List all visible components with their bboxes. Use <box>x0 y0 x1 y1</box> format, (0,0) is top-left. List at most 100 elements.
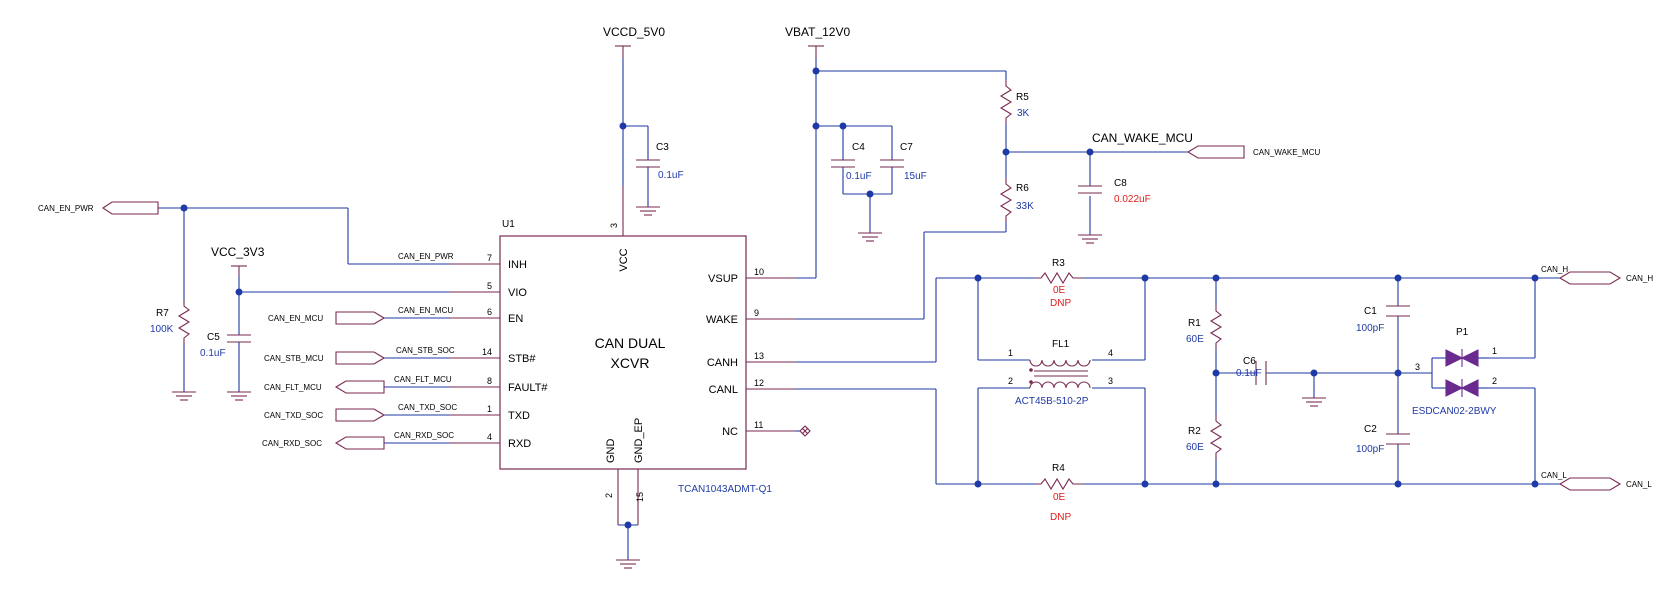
svg-text:4: 4 <box>1108 348 1113 358</box>
cap-c5: C5 0.1uF <box>200 332 251 359</box>
svg-text:CAN_TXD_SOC: CAN_TXD_SOC <box>264 411 323 420</box>
pin-rxd-name: RXD <box>508 438 531 450</box>
svg-text:CAN_FLT_MCU: CAN_FLT_MCU <box>264 383 322 392</box>
svg-text:CAN_L: CAN_L <box>1626 480 1652 489</box>
cap-c8: C8 0.022uF <box>1078 178 1151 205</box>
ground-c6 <box>1302 397 1326 407</box>
svg-text:CAN_EN_MCU: CAN_EN_MCU <box>268 314 323 323</box>
port-can-l: CAN_L CAN_L <box>1541 471 1652 491</box>
pin-fault-num: 8 <box>487 376 492 386</box>
svg-text:CAN_WAKE_MCU: CAN_WAKE_MCU <box>1253 148 1320 157</box>
svg-text:C4: C4 <box>852 142 865 153</box>
svg-text:15uF: 15uF <box>904 171 927 182</box>
pin-nc-name: NC <box>722 426 738 438</box>
u1-part-number: TCAN1043ADMT-Q1 <box>678 484 772 495</box>
pin-en-name: EN <box>508 313 523 325</box>
svg-text:0.1uF: 0.1uF <box>1236 368 1262 379</box>
u1-title-1: CAN DUAL <box>595 335 666 351</box>
svg-text:3: 3 <box>1108 376 1113 386</box>
ground-c3 <box>636 176 660 216</box>
res-r4: R4 0E DNP <box>1035 463 1083 523</box>
res-r1: R1 60E <box>1186 305 1223 349</box>
pin-stb-num: 14 <box>482 347 492 357</box>
svg-text:R5: R5 <box>1016 92 1029 103</box>
pin-wake-num: 9 <box>754 308 759 318</box>
svg-text:CAN_STB_SOC: CAN_STB_SOC <box>396 346 455 355</box>
cap-c1: C1 100pF <box>1356 305 1410 334</box>
svg-text:CAN_RXD_SOC: CAN_RXD_SOC <box>394 431 454 440</box>
pin-gnd-ep-name: GND_EP <box>633 418 645 463</box>
svg-text:CAN_EN_PWR: CAN_EN_PWR <box>398 252 454 261</box>
svg-text:60E: 60E <box>1186 442 1204 453</box>
svg-text:CAN_RXD_SOC: CAN_RXD_SOC <box>262 439 322 448</box>
svg-text:C8: C8 <box>1114 178 1127 189</box>
cap-c3: C3 0.1uF <box>636 142 684 181</box>
pin-canh-num: 13 <box>754 351 764 361</box>
junctions <box>180 67 1539 529</box>
pin-wake-name: WAKE <box>706 314 738 326</box>
pin-txd-num: 1 <box>487 404 492 414</box>
pin-vio-num: 5 <box>487 281 492 291</box>
port-can-h: CAN_H CAN_H <box>1541 265 1653 285</box>
svg-text:VBAT_12V0: VBAT_12V0 <box>785 25 850 39</box>
svg-text:C2: C2 <box>1364 424 1377 435</box>
pin-gnd-num: 2 <box>604 493 614 498</box>
svg-text:CAN_L: CAN_L <box>1541 471 1567 480</box>
ground-c4-c7 <box>858 232 882 242</box>
svg-text:CAN_WAKE_MCU: CAN_WAKE_MCU <box>1092 131 1193 145</box>
rail-vbat: VBAT_12V0 <box>785 25 850 278</box>
svg-text:CAN_STB_MCU: CAN_STB_MCU <box>264 354 324 363</box>
svg-text:VCC_3V3: VCC_3V3 <box>211 245 265 259</box>
u1-title-2: XCVR <box>611 355 650 371</box>
esd-p1: P1 3 1 2 ESDCAN02-2BWY <box>1412 327 1497 417</box>
pin-fault-name: FAULT# <box>508 382 548 394</box>
svg-text:60E: 60E <box>1186 334 1204 345</box>
svg-text:CAN_FLT_MCU: CAN_FLT_MCU <box>394 375 452 384</box>
svg-text:C7: C7 <box>900 142 913 153</box>
svg-text:0.1uF: 0.1uF <box>200 348 226 359</box>
svg-text:2: 2 <box>1008 376 1013 386</box>
svg-text:C3: C3 <box>656 142 669 153</box>
pin-gnd-name: GND <box>605 439 617 464</box>
port-can-flt-mcu: CAN_FLT_MCU CAN_FLT_MCU <box>264 375 452 394</box>
pin-canl-name: CANL <box>709 384 738 396</box>
svg-text:33K: 33K <box>1016 201 1034 212</box>
res-r7: R7 100K <box>150 300 191 344</box>
res-r2: R2 60E <box>1186 415 1223 459</box>
port-can-rxd-soc: CAN_RXD_SOC CAN_RXD_SOC <box>262 431 454 450</box>
svg-text:0E: 0E <box>1053 492 1066 503</box>
res-r6: R6 33K <box>999 178 1034 222</box>
svg-text:R1: R1 <box>1188 318 1201 329</box>
svg-text:1: 1 <box>1492 346 1497 356</box>
svg-text:CAN_H: CAN_H <box>1541 265 1568 274</box>
pin-canl-num: 12 <box>754 378 764 388</box>
res-r5: R5 3K <box>999 80 1030 124</box>
cap-c2: C2 100pF <box>1356 424 1410 455</box>
svg-text:C5: C5 <box>207 332 220 343</box>
svg-text:DNP: DNP <box>1050 298 1071 309</box>
pin-vcc-name: VCC <box>618 248 630 271</box>
svg-text:100pF: 100pF <box>1356 444 1384 455</box>
pin-stb-name: STB# <box>508 353 536 365</box>
svg-text:ACT45B-510-2P: ACT45B-510-2P <box>1015 396 1089 407</box>
ground-c5 <box>227 391 251 401</box>
port-can-stb-mcu: CAN_STB_MCU CAN_STB_SOC <box>264 346 455 365</box>
svg-text:C6: C6 <box>1243 356 1256 367</box>
svg-text:0.1uF: 0.1uF <box>658 170 684 181</box>
u1-ref: U1 <box>502 219 515 230</box>
svg-text:0.1uF: 0.1uF <box>846 171 872 182</box>
svg-text:2: 2 <box>1492 376 1497 386</box>
svg-text:3: 3 <box>1415 362 1420 372</box>
port-can-wake-mcu: CAN_WAKE_MCU CAN_WAKE_MCU <box>1092 131 1320 159</box>
pin-rxd-num: 4 <box>487 432 492 442</box>
svg-text:CAN_EN_PWR: CAN_EN_PWR <box>38 204 94 213</box>
svg-text:100K: 100K <box>150 324 174 335</box>
svg-text:1: 1 <box>1008 348 1013 358</box>
pin-vcc-num: 3 <box>609 223 619 228</box>
svg-text:ESDCAN02-2BWY: ESDCAN02-2BWY <box>1412 406 1497 417</box>
svg-text:100pF: 100pF <box>1356 323 1384 334</box>
svg-text:R6: R6 <box>1016 183 1029 194</box>
svg-text:R4: R4 <box>1052 463 1065 474</box>
svg-text:0.022uF: 0.022uF <box>1114 194 1151 205</box>
